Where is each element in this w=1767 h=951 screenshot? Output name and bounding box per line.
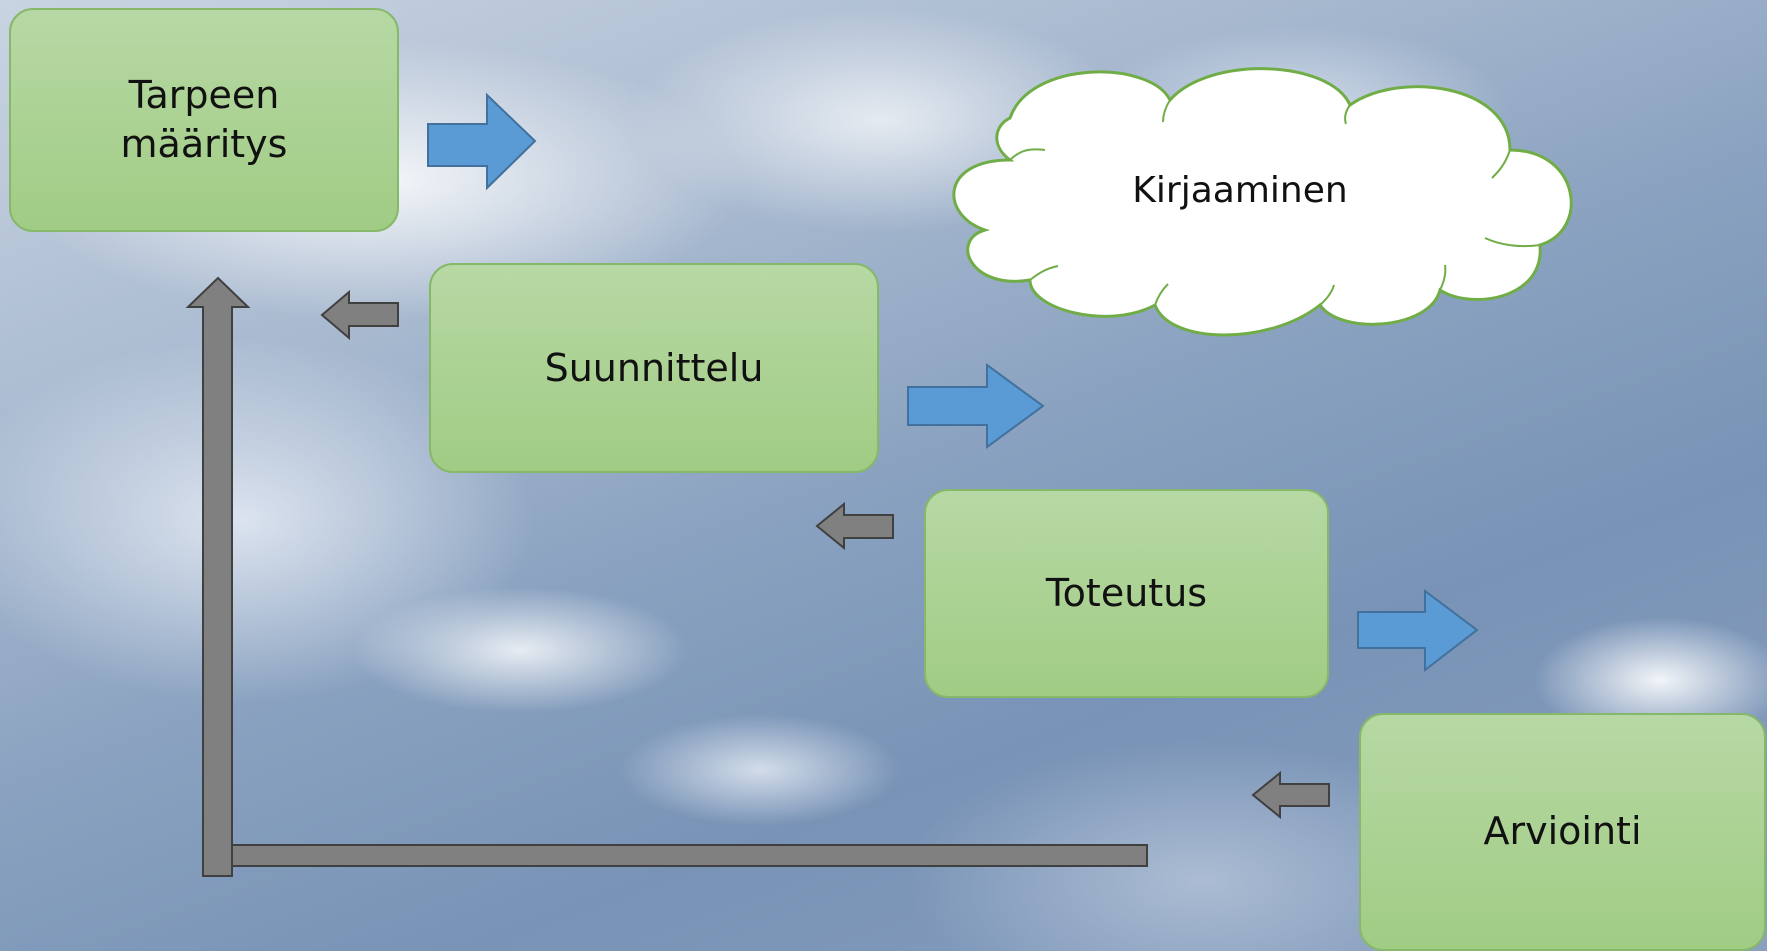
arrow-1-to-2 <box>427 92 537 191</box>
back-arrows <box>320 289 1330 820</box>
return-arrow <box>185 276 1148 877</box>
arrow-3-to-4 <box>1357 589 1479 673</box>
kirjaaminen-cloud <box>952 67 1573 337</box>
node-label: Tarpeen määritys <box>120 73 288 166</box>
arrow-4-to-3 <box>1251 770 1330 820</box>
node-label: Arviointi <box>1483 809 1642 853</box>
arrow-2-to-3 <box>907 363 1045 449</box>
arrow-2-to-1 <box>320 289 399 341</box>
node-label: Suunnittelu <box>544 345 764 390</box>
node-arviointi: Arviointi <box>1359 713 1766 951</box>
node-toteutus: Toteutus <box>924 489 1329 698</box>
arrow-3-to-2 <box>815 501 894 551</box>
node-suunnittelu: Suunnittelu <box>429 263 879 473</box>
cloud-label: Kirjaaminen <box>1132 170 1348 211</box>
forward-arrows <box>427 92 1479 673</box>
node-tarpeen-maaritys: Tarpeen määritys <box>9 8 399 232</box>
node-label: Toteutus <box>1045 571 1208 616</box>
